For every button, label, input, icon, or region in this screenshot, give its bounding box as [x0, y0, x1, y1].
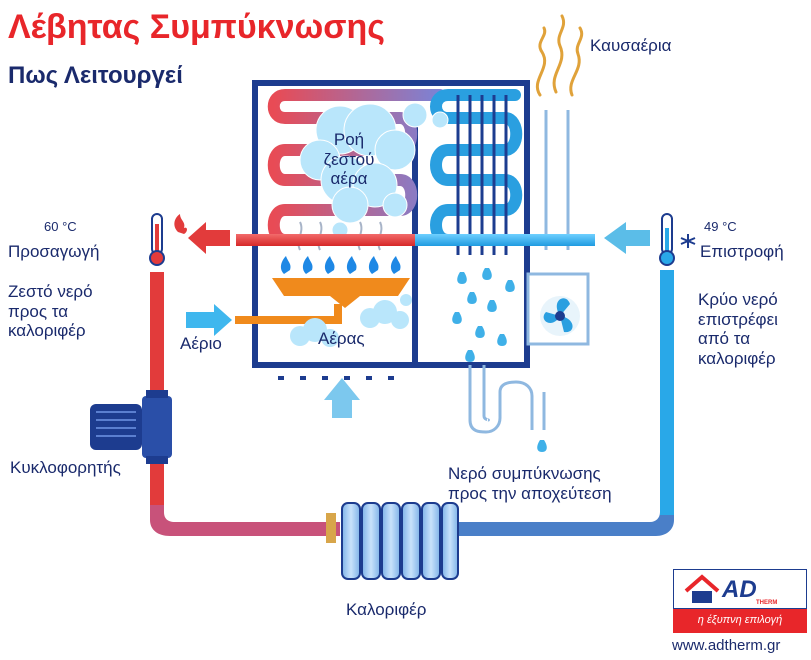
burner [272, 278, 410, 308]
hot-water-label: Ζεστό νερό προς τα καλοριφέρ [8, 282, 93, 341]
radiator-label: Καλοριφέρ [346, 600, 427, 619]
logo-brand-sub: THERM [756, 600, 778, 606]
logo-brand: AD [722, 576, 757, 603]
logo-slogan: η έξυπνη επιλογή [697, 614, 783, 626]
exchanger-fins [456, 95, 508, 255]
left-bottom-bend [150, 505, 340, 536]
cold-return-pipe [415, 234, 595, 246]
gas-pipe [235, 304, 342, 324]
hot-air-flow-label: Ροή ζεστού αέρα [323, 130, 375, 189]
circulator-label: Κυκλοφορητής [10, 458, 121, 477]
condensate-trap [468, 365, 534, 434]
return-temp-label: 49 °C [704, 219, 737, 234]
page-title: Λέβητας Συμπύκνωσης [8, 8, 385, 46]
fan-icon [540, 296, 580, 336]
right-bottom-bend [458, 512, 674, 536]
adtherm-logo[interactable]: AD THERM η έξυπνη επιλογή [673, 569, 807, 633]
supply-temp-label: 60 °C [44, 219, 77, 234]
flue-duct [544, 110, 570, 250]
condensate-drops [452, 268, 547, 452]
hot-supply-pipe [236, 234, 426, 246]
return-arrow [604, 222, 650, 254]
air-clouds [290, 294, 412, 347]
air-inlet-slots [278, 376, 394, 380]
supply-arrow [188, 222, 230, 254]
cold-water-label: Κρύο νερό επιστρέφει από τα καλοριφέρ [698, 290, 778, 368]
return-label: Επιστροφή [700, 242, 784, 261]
condensate-label: Νερό συμπύκνωσης προς την αποχεύτεση [448, 464, 612, 503]
house-icon [684, 574, 720, 603]
flue-gas-label: Καυσαέρια [590, 36, 672, 55]
air-label: Αέρας [318, 329, 365, 348]
gas-arrow [186, 304, 232, 336]
thermometer-snowflake-icon [659, 213, 696, 266]
right-cold-pipe [660, 270, 674, 520]
air-up-arrow [324, 378, 360, 418]
page-subtitle: Πως Λειτουργεί [8, 62, 183, 89]
supply-label: Προσαγωγή [8, 242, 100, 261]
primary-heat-exchanger [267, 89, 446, 246]
flue-gas-wisps [536, 14, 584, 97]
radiator [326, 502, 459, 580]
hot-air-clouds [299, 102, 449, 239]
website-link[interactable]: www.adtherm.gr [672, 637, 781, 654]
burner-flames [280, 256, 401, 274]
pump-icon [90, 390, 172, 464]
gas-label: Αέριο [180, 334, 222, 353]
thermometer-flame-icon [149, 213, 187, 266]
